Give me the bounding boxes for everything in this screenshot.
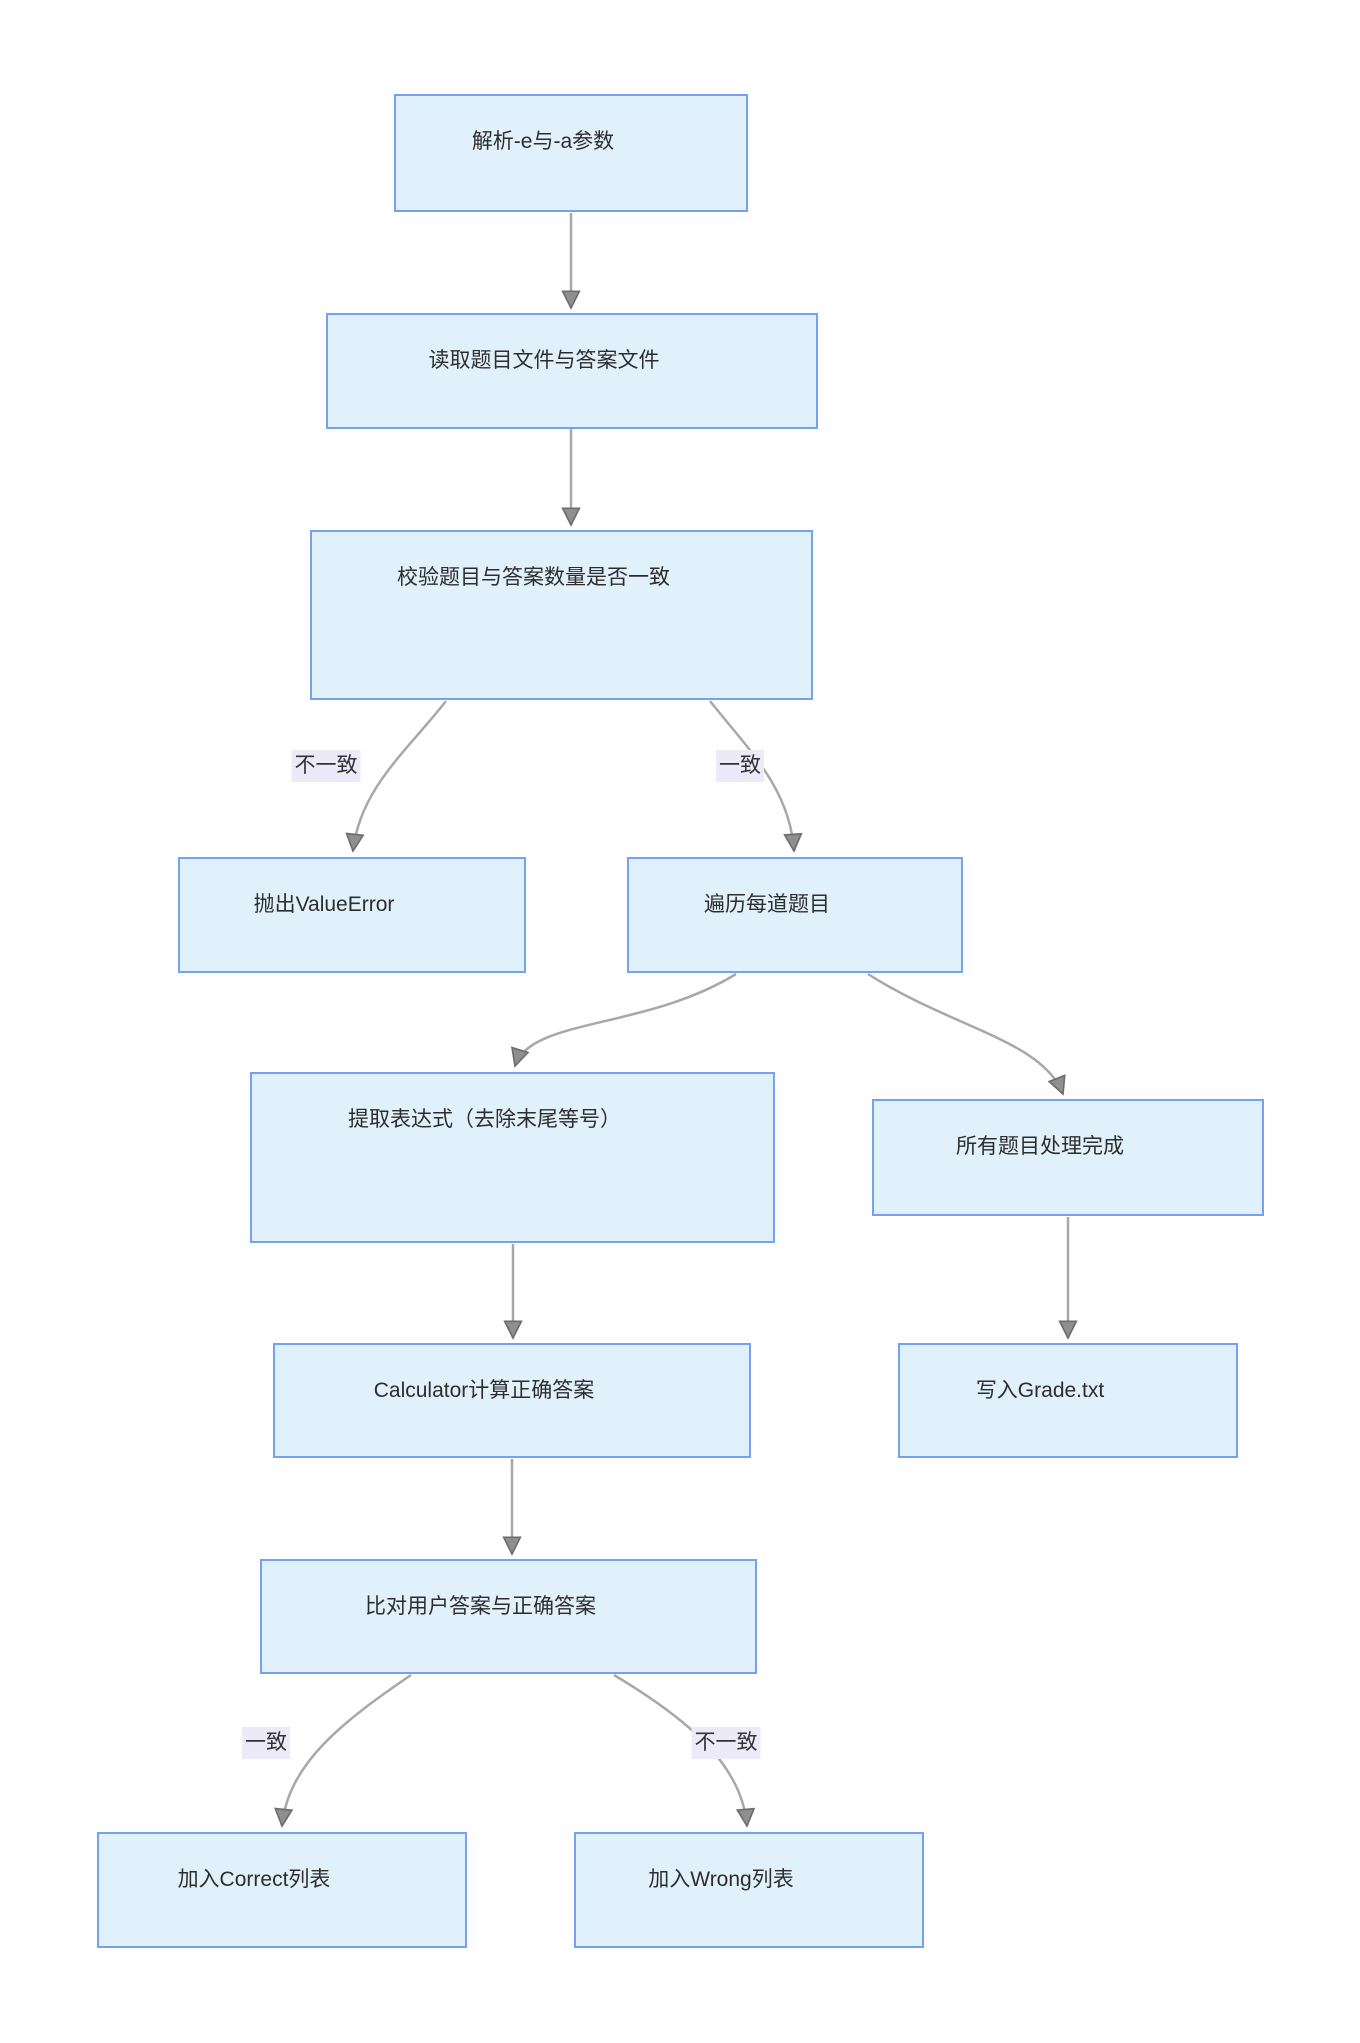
node-write-grade-label: 写入Grade.txt xyxy=(975,1379,1105,1402)
node-throw-valueerror: 抛出ValueError xyxy=(178,857,526,973)
node-throw-valueerror-label: 抛出ValueError xyxy=(253,893,395,916)
edge-label-compare-mismatch: 不一致 xyxy=(691,1727,761,1759)
node-calc-answer-label: Calculator计算正确答案 xyxy=(373,1379,595,1402)
node-add-wrong: 加入Wrong列表 xyxy=(574,1832,924,1948)
node-validate-count: 校验题目与答案数量是否一致 xyxy=(310,530,813,700)
edge-label-compare-match: 一致 xyxy=(242,1727,290,1759)
node-calc-answer: Calculator计算正确答案 xyxy=(273,1343,751,1458)
node-extract-expression: 提取表达式（去除末尾等号） xyxy=(250,1072,775,1243)
edge-validate-to-iterate xyxy=(709,700,794,851)
node-iterate-questions-label: 遍历每道题目 xyxy=(704,893,830,916)
node-parse-args: 解析-e与-a参数 xyxy=(394,94,748,212)
edge-compare-to-correct xyxy=(282,1673,412,1826)
node-iterate-questions: 遍历每道题目 xyxy=(627,857,963,973)
node-extract-expression-label: 提取表达式（去除末尾等号） xyxy=(348,1108,621,1131)
node-read-files: 读取题目文件与答案文件 xyxy=(326,313,818,429)
edge-validate-to-throw xyxy=(353,700,447,851)
node-all-done: 所有题目处理完成 xyxy=(872,1099,1264,1216)
node-add-wrong-label: 加入Wrong列表 xyxy=(648,1868,794,1891)
node-all-done-label: 所有题目处理完成 xyxy=(956,1135,1124,1158)
edge-label-validate-match: 一致 xyxy=(716,750,764,782)
edge-iterate-to-extract xyxy=(515,972,737,1066)
node-add-correct: 加入Correct列表 xyxy=(97,1832,467,1948)
node-compare-answers-label: 比对用户答案与正确答案 xyxy=(365,1595,596,1618)
edge-label-validate-mismatch: 不一致 xyxy=(291,750,361,782)
node-validate-count-label: 校验题目与答案数量是否一致 xyxy=(397,566,670,589)
node-parse-args-label: 解析-e与-a参数 xyxy=(471,130,615,153)
node-compare-answers: 比对用户答案与正确答案 xyxy=(260,1559,757,1674)
edge-iterate-to-alldone xyxy=(867,972,1063,1094)
node-add-correct-label: 加入Correct列表 xyxy=(177,1868,331,1891)
node-write-grade: 写入Grade.txt xyxy=(898,1343,1238,1458)
node-read-files-label: 读取题目文件与答案文件 xyxy=(428,349,660,372)
